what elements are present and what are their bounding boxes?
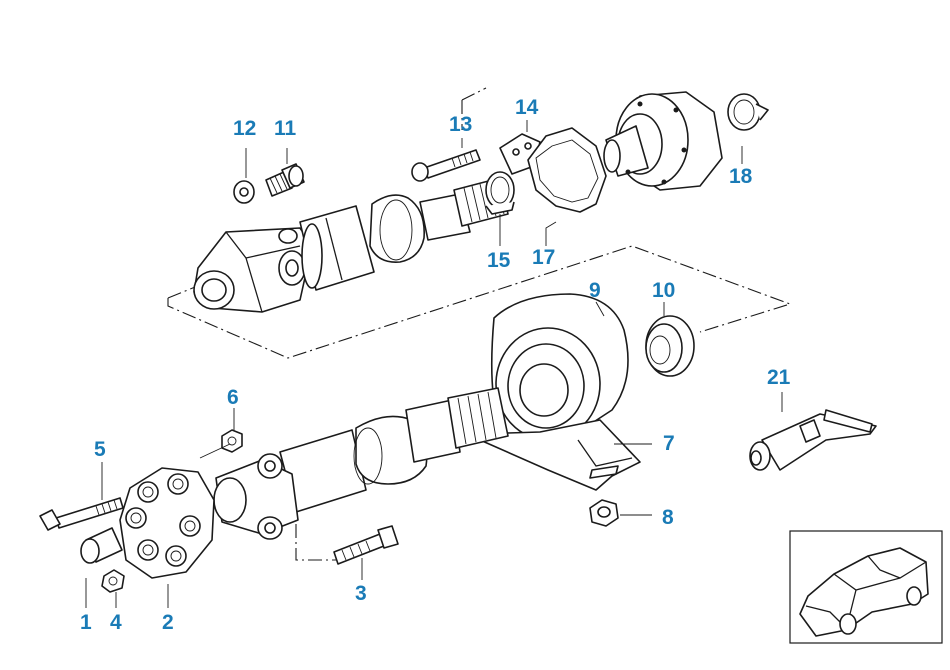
washer-12-part (233, 180, 255, 204)
callout-8: 8 (662, 506, 674, 529)
callout-12: 12 (233, 117, 257, 140)
vehicle-thumbnail (789, 530, 943, 644)
callout-21: 21 (767, 366, 791, 389)
front-shaft-section (213, 387, 509, 540)
callout-1: 1 (80, 611, 92, 634)
callout-6: 6 (227, 386, 239, 409)
callout-10: 10 (652, 279, 676, 302)
bolt-3-part (333, 525, 399, 565)
callout-5: 5 (94, 438, 106, 461)
nut-8-part (589, 499, 619, 527)
grease-tube-21-part (749, 409, 877, 471)
nut-4-part (101, 569, 125, 593)
bolt-13-part (411, 149, 481, 182)
clamp-ring-18-part (727, 93, 769, 131)
callout-4: 4 (110, 611, 122, 634)
rear-shaft-section (193, 177, 509, 313)
callout-15: 15 (487, 249, 511, 272)
clamp-15-part (485, 171, 515, 215)
callout-13: 13 (449, 113, 473, 136)
gasket-17-part (527, 127, 607, 213)
flex-disc-2-part (119, 467, 215, 579)
callout-3: 3 (355, 582, 367, 605)
sleeve-1-part (80, 527, 123, 564)
callout-11: 11 (274, 117, 297, 140)
leader-lines (85, 120, 783, 608)
callout-17: 17 (532, 246, 556, 269)
callout-7: 7 (663, 432, 675, 455)
nut-6-part (221, 429, 243, 453)
callout-2: 2 (162, 611, 174, 634)
bolt-5-part (39, 497, 124, 531)
callout-14: 14 (515, 96, 539, 119)
callout-9: 9 (589, 279, 601, 302)
car-icon (799, 547, 929, 637)
coupling-flange-part (603, 91, 723, 191)
bolt-11-part (265, 163, 305, 197)
seal-10-part (645, 315, 695, 377)
callout-18: 18 (729, 165, 753, 188)
center-bearing-part (475, 293, 641, 491)
